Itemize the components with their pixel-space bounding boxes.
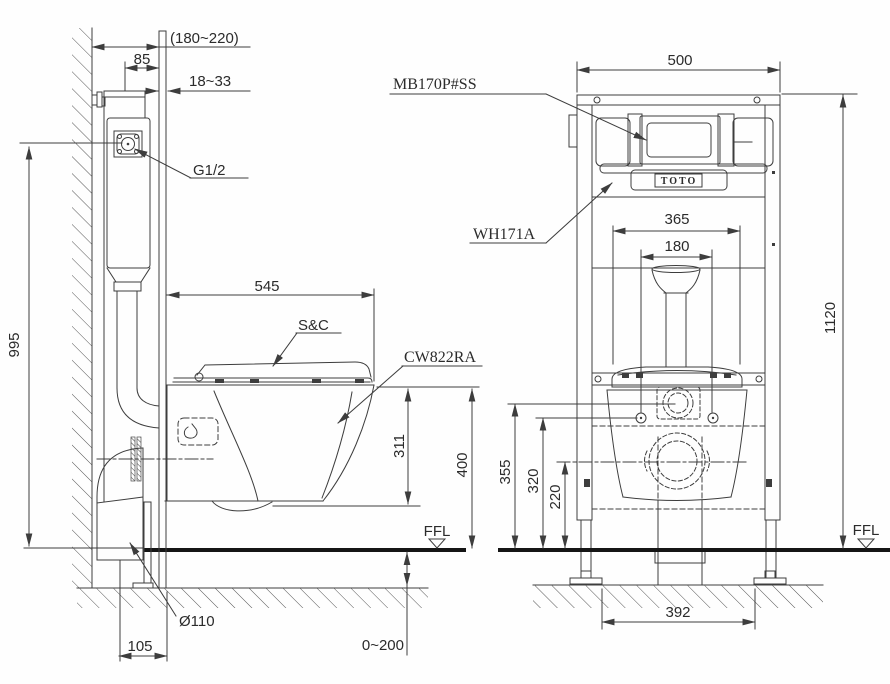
dim-foot-spacing-text: 392 [665, 604, 690, 621]
stop-valve [113, 130, 143, 158]
dim-frame-width: 500 [576, 52, 781, 93]
dim-seat-width-text: 365 [664, 211, 689, 228]
dim-inlet-offset-text: 85 [134, 51, 151, 68]
flush-funnel [651, 265, 701, 367]
ffl-marker-right: FFL [853, 522, 880, 549]
dim-frame-width-text: 500 [667, 52, 692, 69]
dim-inlet-offset: 85 [124, 51, 160, 92]
label-bowl-model: CW822RA [337, 349, 483, 424]
dim-bowl-height-text: 311 [391, 434, 408, 458]
label-frame-model-text: WH171A [473, 226, 536, 243]
label-frame-model: WH171A [469, 182, 613, 244]
frame-foot-left [569, 577, 603, 585]
floor-section-left [76, 587, 429, 608]
flush-plate-assembly [595, 113, 774, 174]
ffl-right-text: FFL [853, 522, 880, 539]
drain-port [644, 432, 710, 501]
cistern [106, 117, 151, 292]
wall-section [72, 27, 93, 589]
dim-drain-depth: 105 [118, 591, 168, 662]
label-bowl-model-text: CW822RA [404, 349, 476, 366]
drain-elbow [96, 447, 144, 662]
label-seat-cover-text: S&C [298, 317, 329, 334]
brand-plate: TOTO [630, 169, 728, 191]
label-seat-cover: S&C [272, 317, 342, 367]
ffl-marker-left: FFL [424, 523, 451, 549]
fixing-bolt-holes [635, 412, 719, 424]
drain-pipe-front [654, 499, 706, 586]
dim-inlet-height: 355 [497, 403, 676, 549]
inlet-port [656, 386, 701, 420]
label-flush-plate: MB170P#SS [389, 76, 647, 141]
frame-foot-right [753, 577, 787, 585]
floor-section-right [532, 584, 824, 608]
dim-floor-adjust-text: 0~200 [362, 637, 404, 654]
label-flush-plate-text: MB170P#SS [393, 76, 477, 93]
brand-text: TOTO [661, 176, 698, 187]
dim-bolt-height: 320 [525, 417, 638, 549]
label-drain-diameter: Ø110 [129, 542, 215, 630]
dim-rim-height: 400 [454, 388, 476, 549]
dim-seat-width: 365 [612, 211, 741, 365]
dim-supply-height: 995 [6, 142, 123, 547]
dim-bolt-height-text: 320 [525, 468, 542, 493]
dim-bowl-height: 311 [272, 386, 480, 507]
toilet-bowl-side [96, 381, 375, 512]
seat-lid-side [173, 361, 373, 383]
dim-wall-depth: (180~220) [91, 30, 251, 51]
frame-side [91, 90, 154, 589]
mount-hardware-hidden [177, 417, 219, 446]
dim-inlet-height-text: 355 [497, 459, 514, 484]
dim-bowl-depth-text: 545 [254, 278, 279, 295]
dim-drain-height: 220 [547, 461, 747, 549]
dim-frame-height: 1120 [781, 93, 858, 549]
side-view: (180~220) 85 18~33 995 G1/2 545 [6, 27, 483, 662]
dim-bolt-spacing: 180 [640, 238, 713, 413]
toilet-rear [591, 366, 766, 586]
dim-drain-height-text: 220 [547, 484, 564, 509]
dim-finish-thickness-text: 18~33 [189, 73, 231, 90]
dim-finish-thickness: 18~33 [131, 73, 251, 95]
dim-rim-height-text: 400 [454, 452, 471, 477]
dim-foot-spacing: 392 [601, 588, 756, 630]
label-water-inlet-text: G1/2 [193, 162, 226, 179]
dim-supply-height-text: 995 [6, 332, 23, 357]
front-view: TOTO [389, 52, 890, 630]
label-water-inlet: G1/2 [134, 148, 249, 179]
dim-frame-height-text: 1120 [822, 302, 839, 334]
dim-drain-depth-text: 105 [127, 638, 152, 655]
finish-wall-panel [158, 30, 167, 589]
ffl-left-text: FFL [424, 523, 451, 540]
dim-wall-depth-text: (180~220) [170, 30, 239, 47]
dim-bowl-depth: 545 [166, 278, 375, 382]
dim-floor-adjust: 0~200 [362, 551, 411, 656]
dim-bolt-spacing-text: 180 [664, 238, 689, 255]
label-drain-diameter-text: Ø110 [179, 613, 215, 630]
flush-pipe [116, 290, 160, 429]
frame-front [568, 94, 787, 585]
